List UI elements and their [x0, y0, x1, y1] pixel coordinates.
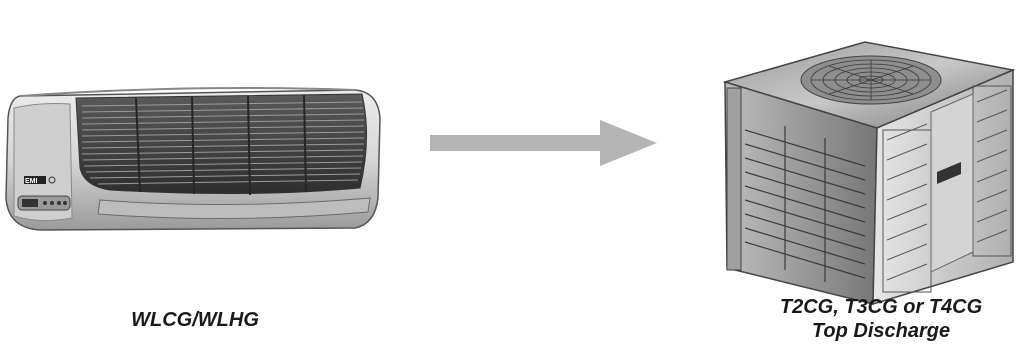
outdoor-unit-models: T2CG, T3CG or T4CG [745, 295, 1017, 319]
indoor-brand-text: EMI [25, 178, 38, 185]
indoor-wall-unit-image: EMI [0, 78, 383, 238]
outdoor-unit-discharge-type: Top Discharge [745, 319, 1017, 343]
right-arrow-icon [425, 118, 660, 168]
outdoor-unit-caption: T2CG, T3CG or T4CG Top Discharge [745, 295, 1017, 343]
indoor-unit-caption: WLCG/WLHG [110, 308, 280, 332]
outdoor-condenser-image [715, 40, 1017, 310]
